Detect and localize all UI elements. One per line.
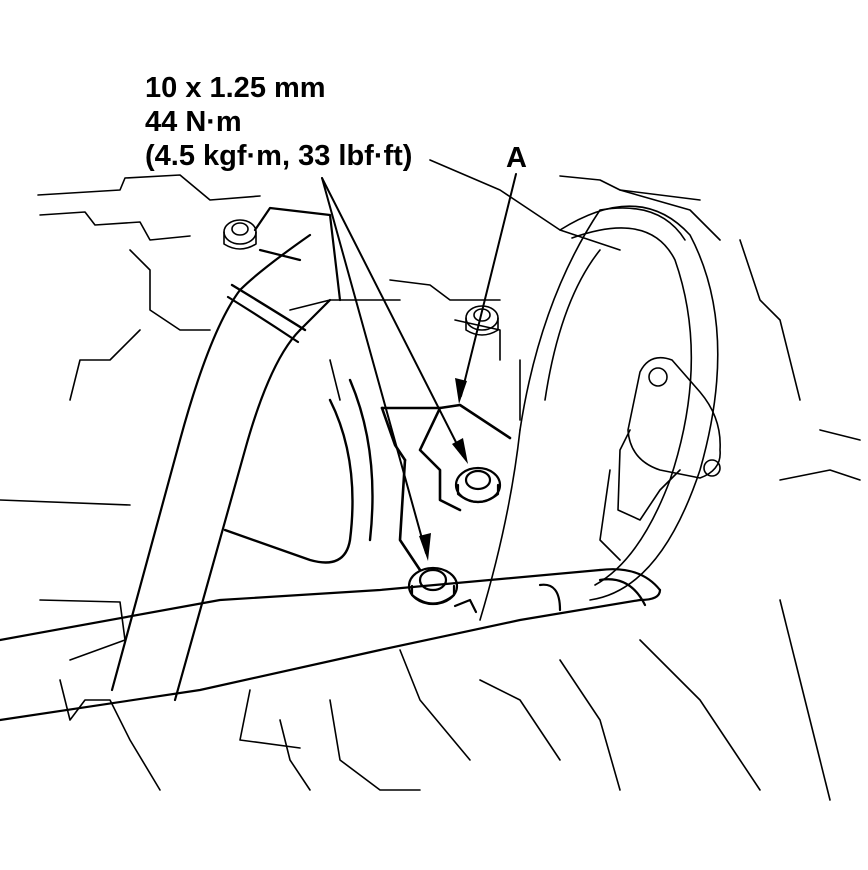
callout-a-label: A [506,142,527,174]
engine-block-outline [0,159,861,801]
leader-lines [321,173,517,554]
bolt-upper-icon [454,466,502,504]
bracket-a [380,403,512,572]
bolt-lower-icon [407,566,478,614]
torque-alt-label: (4.5 kgf·m, 33 lbf·ft) [145,140,413,172]
arrowheads [419,378,468,561]
coolant-hose-lower [0,568,662,722]
bolt-upper-left-icon [223,219,257,250]
bolt-size-label: 10 x 1.25 mm [145,72,326,104]
crankshaft-pulley [479,205,719,621]
coolant-hose-left [110,206,342,702]
torque-nm-label: 44 N·m [145,106,242,138]
thermostat-housing [599,356,721,561]
mount-strap [223,378,374,564]
